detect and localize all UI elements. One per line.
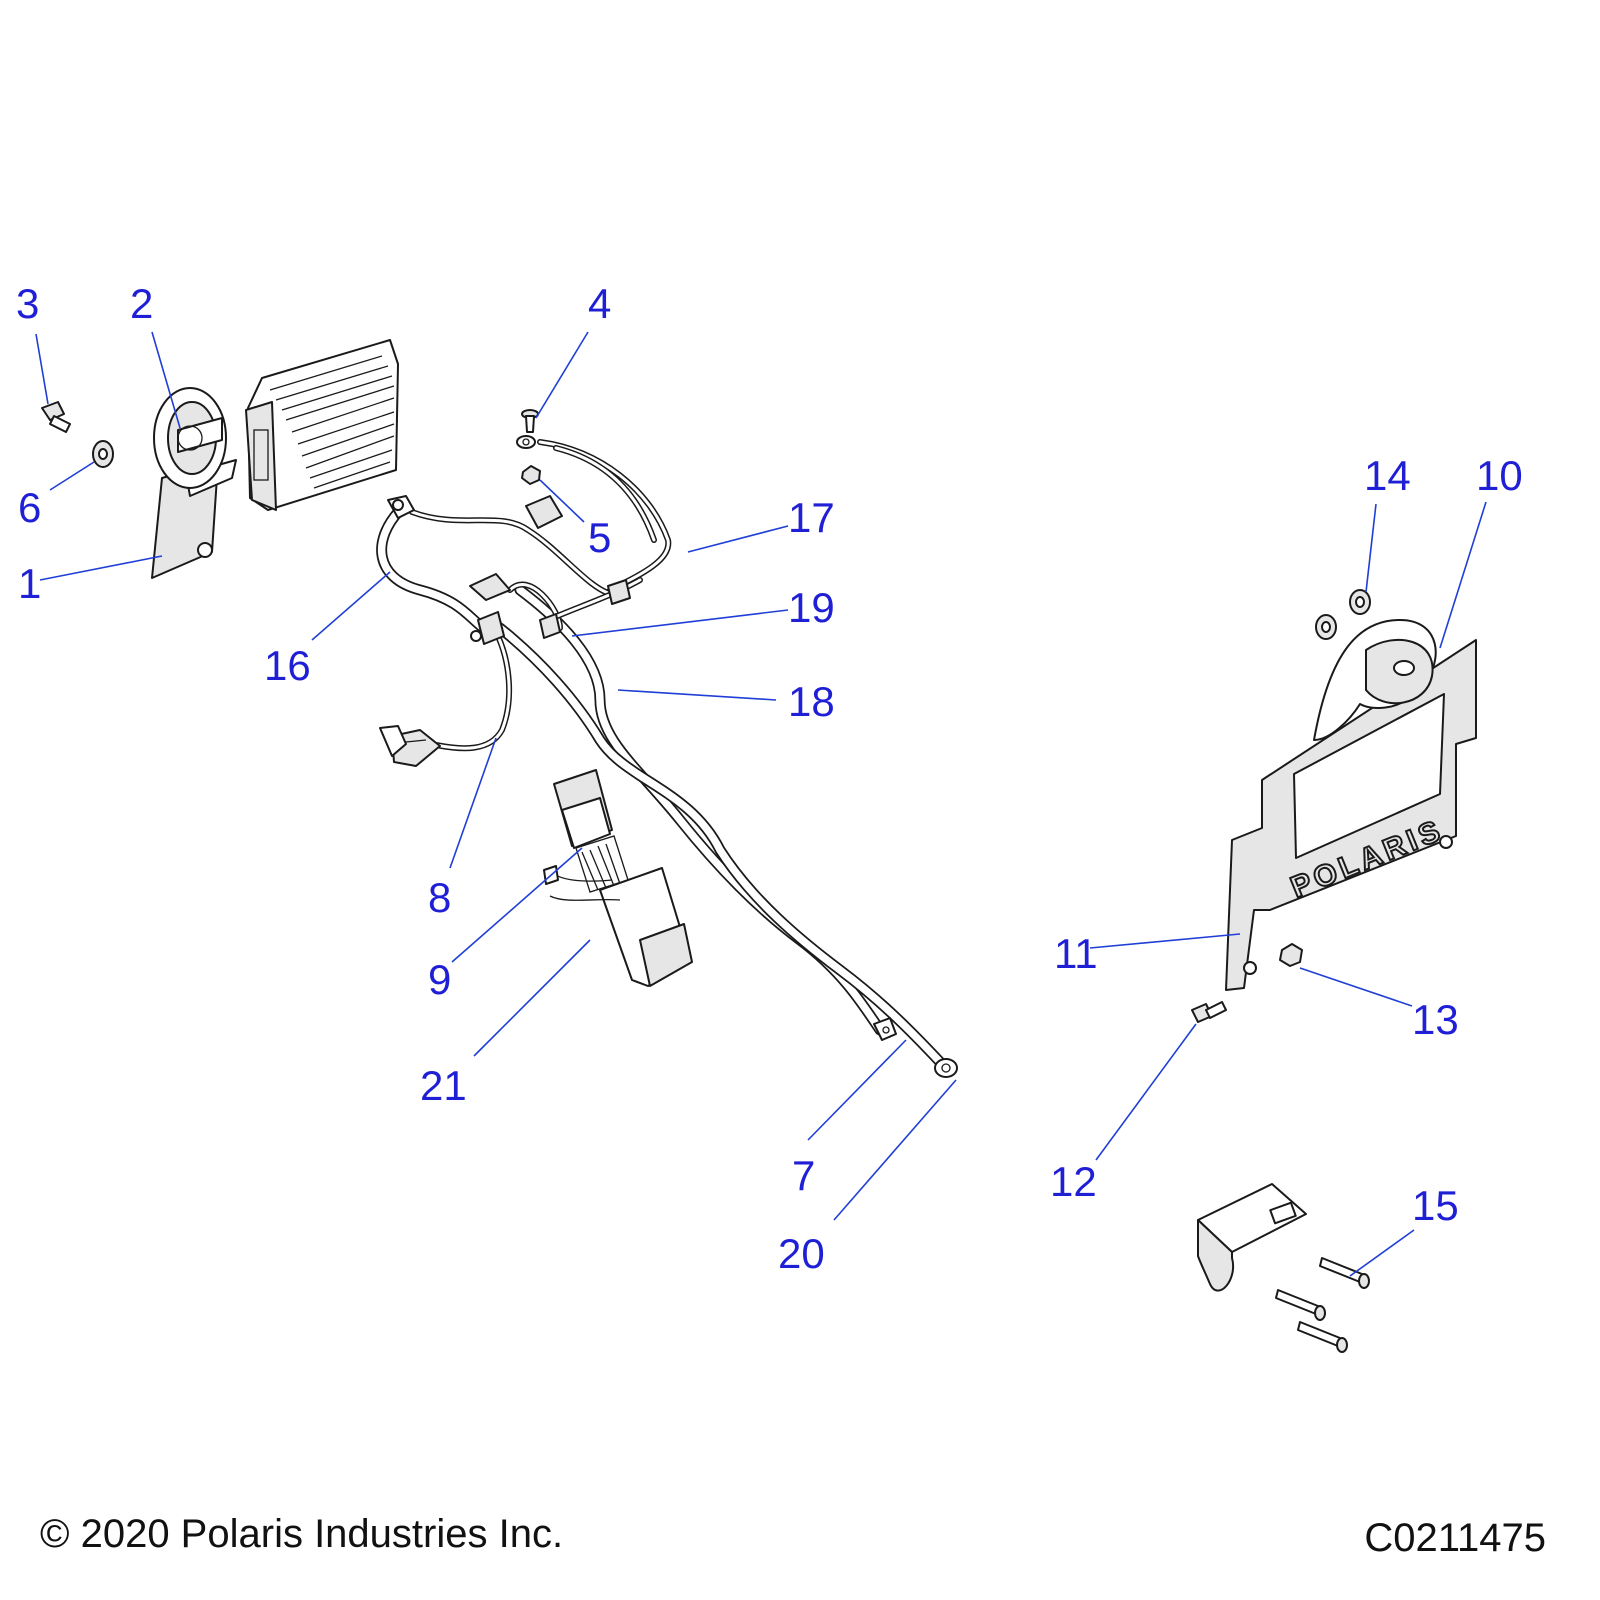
callout-17: 17 bbox=[788, 494, 835, 541]
callout-4: 4 bbox=[588, 280, 611, 327]
leader-lines bbox=[35, 331, 1487, 1277]
license-light bbox=[1313, 619, 1437, 741]
grommet-part-14 bbox=[1315, 589, 1371, 640]
callout-6: 6 bbox=[18, 484, 41, 531]
horn bbox=[153, 387, 227, 489]
callout-21: 21 bbox=[420, 1062, 467, 1109]
screw-part-4 bbox=[521, 409, 539, 433]
callout-8: 8 bbox=[428, 874, 451, 921]
callout-5: 5 bbox=[588, 514, 611, 561]
callout-19: 19 bbox=[788, 584, 835, 631]
voltage-regulator bbox=[245, 339, 399, 511]
callout-12: 12 bbox=[1050, 1158, 1097, 1205]
callout-18: 18 bbox=[788, 678, 835, 725]
callout-10: 10 bbox=[1476, 452, 1523, 499]
callout-13: 13 bbox=[1412, 996, 1459, 1043]
mount-plate-part-15 bbox=[1197, 1183, 1307, 1292]
callout-16: 16 bbox=[264, 642, 311, 689]
callout-11: 11 bbox=[1054, 930, 1098, 977]
callout-labels: 3 2 4 6 5 17 1 16 19 18 8 9 21 7 20 14 1… bbox=[16, 280, 1523, 1277]
diagram-code: C0211475 bbox=[1364, 1516, 1546, 1560]
callout-7: 7 bbox=[792, 1152, 815, 1199]
washer-part-6 bbox=[92, 440, 114, 468]
bolt-part-3 bbox=[41, 401, 71, 433]
wiring-harness bbox=[376, 439, 946, 1068]
screws-part-15 bbox=[1275, 1257, 1370, 1353]
connector-assembly bbox=[543, 769, 693, 987]
callout-9: 9 bbox=[428, 956, 451, 1003]
callout-2: 2 bbox=[130, 280, 153, 327]
callout-20: 20 bbox=[778, 1230, 825, 1277]
bolt-part-12 bbox=[1191, 1001, 1227, 1023]
callout-3: 3 bbox=[16, 280, 39, 327]
callout-1: 1 bbox=[18, 560, 41, 607]
harness-fittings bbox=[379, 435, 958, 1078]
nut-part-5 bbox=[521, 465, 541, 485]
nut-part-13 bbox=[1279, 943, 1303, 967]
callout-14: 14 bbox=[1364, 452, 1411, 499]
callout-15: 15 bbox=[1412, 1182, 1459, 1229]
copyright-notice: © 2020 Polaris Industries Inc. bbox=[40, 1512, 564, 1556]
